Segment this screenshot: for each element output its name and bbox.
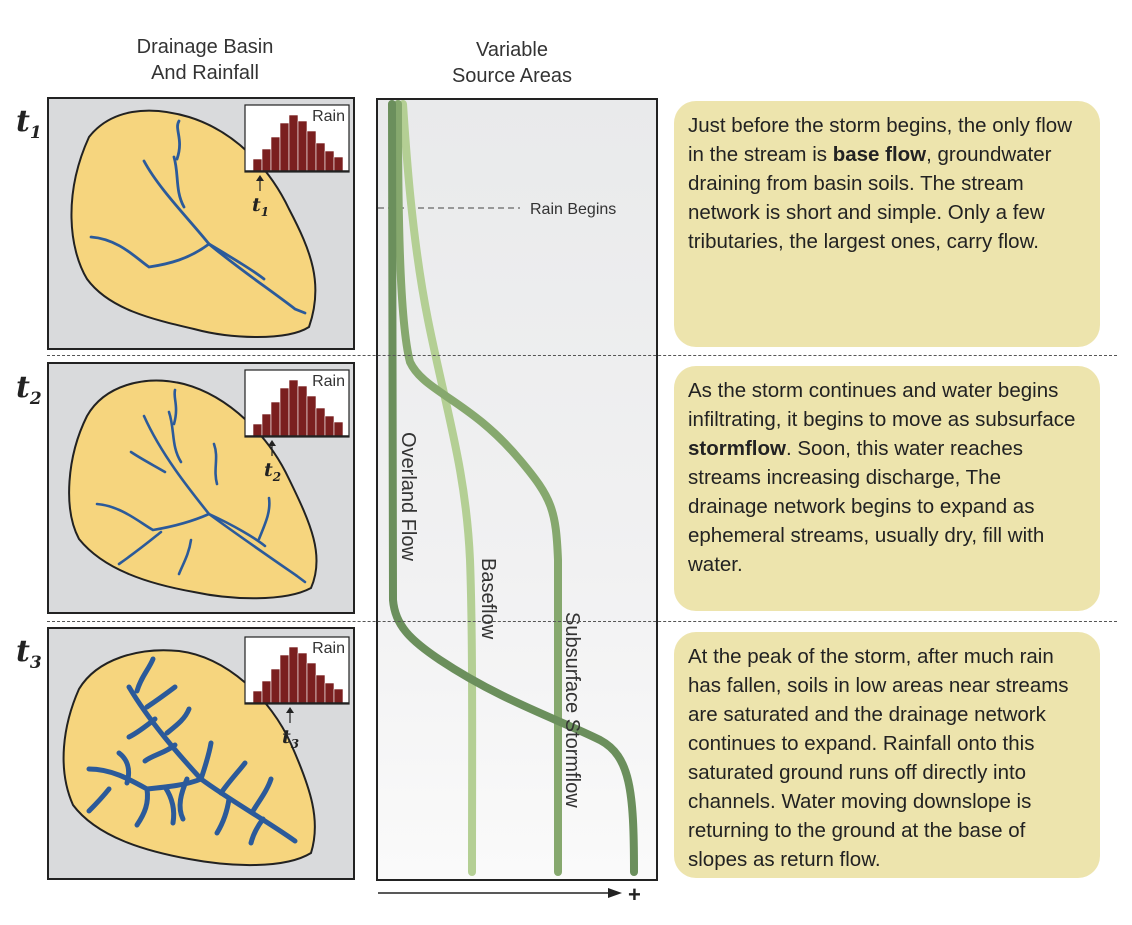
stream-network [95, 388, 307, 584]
stream-network [86, 656, 298, 846]
callout-t1: Just before the storm begins, the only f… [674, 101, 1100, 347]
rain-hyetograph-t1: Rain t1 [244, 104, 350, 219]
baseflow-label: Baseflow [477, 558, 499, 640]
time-label-t3: t3 [16, 634, 42, 673]
rain-begins-label: Rain Begins [530, 201, 616, 218]
rain-hyetograph-t3: Rain t3 [244, 636, 350, 751]
rain-label: Rain [312, 108, 345, 125]
basin-drawing-t2: Rain t2 [68, 369, 350, 600]
basin-column-title: Drainage Basin And Rainfall [100, 34, 310, 86]
vsa-panel [376, 98, 658, 881]
rain-label: Rain [312, 373, 345, 390]
basin-panel-t3: Rain t3 [47, 627, 355, 880]
basin-panel-t1: Rain t1 [47, 97, 355, 350]
time-label-t2: t2 [16, 370, 42, 409]
basin-title-line1: Drainage Basin [136, 36, 274, 58]
divider-t1-t2 [47, 355, 1117, 356]
axis-plus-label: + [628, 882, 641, 907]
vsa-column-title: Variable Source Areas [412, 37, 612, 89]
svg-text:t2: t2 [264, 459, 281, 484]
callout-t3: At the peak of the storm, after much rai… [674, 632, 1100, 878]
subsurface-stormflow-label: Subsurface Stormflow [561, 612, 583, 808]
baseflow-curve [399, 100, 477, 876]
callout-t2: As the storm continues and water begins … [674, 366, 1100, 611]
svg-text:t1: t1 [252, 194, 269, 219]
basin-drawing-t1: Rain t1 [70, 104, 350, 338]
rain-label: Rain [312, 640, 345, 657]
stream-network [89, 119, 307, 315]
basin-drawing-t3: Rain t3 [62, 636, 350, 867]
basin-title-line2: And Rainfall [151, 62, 259, 84]
vsa-title-line1: Variable [476, 39, 548, 61]
subsurface-curve [394, 100, 562, 876]
overland-flow-label: Overland Flow [397, 432, 419, 561]
svg-text:t3: t3 [282, 726, 299, 751]
time-label-t1: t1 [16, 104, 42, 143]
rain-hyetograph-t2: Rain t2 [244, 369, 350, 484]
divider-t2-t3 [47, 621, 1117, 622]
vsa-title-line2: Source Areas [451, 65, 573, 87]
basin-panel-t2: Rain t2 [47, 362, 355, 614]
overland-curve [388, 100, 638, 876]
